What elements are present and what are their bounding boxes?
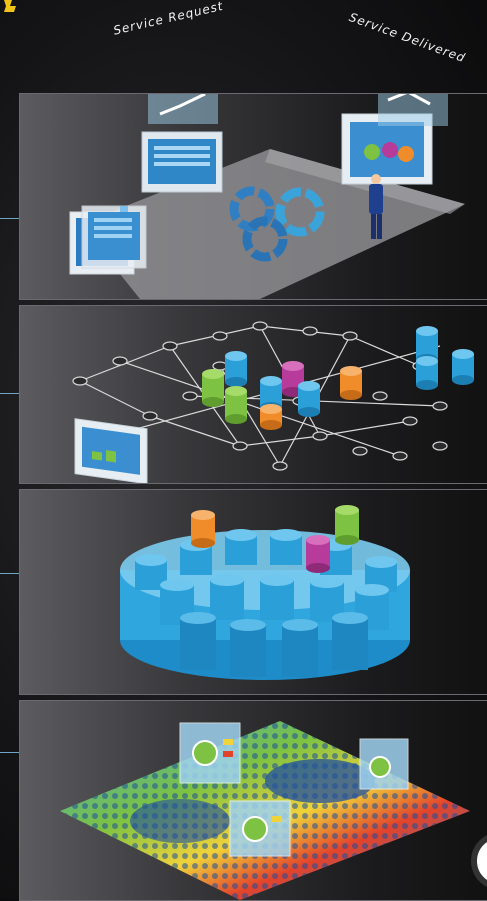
connector-line	[0, 573, 19, 574]
service-flow-icon	[69, 94, 465, 299]
connector-line	[0, 393, 19, 394]
layer-database-pool	[19, 489, 487, 695]
connector-line	[0, 218, 19, 219]
connector-line	[0, 752, 19, 753]
logo-fragment-icon	[4, 0, 16, 12]
dashboard-screen-icon	[74, 418, 148, 483]
layer-network	[19, 305, 487, 484]
layer-service-flow	[19, 93, 487, 300]
database-cylinders-icon	[202, 326, 474, 430]
dashboard-screen-icon	[179, 722, 409, 857]
heatmap-icon	[60, 721, 487, 900]
circle-button-icon	[471, 835, 487, 887]
database-cylinders-icon	[120, 505, 410, 680]
layer-heatmap	[19, 700, 487, 901]
network-icon	[72, 321, 474, 483]
person-icon	[369, 174, 383, 239]
